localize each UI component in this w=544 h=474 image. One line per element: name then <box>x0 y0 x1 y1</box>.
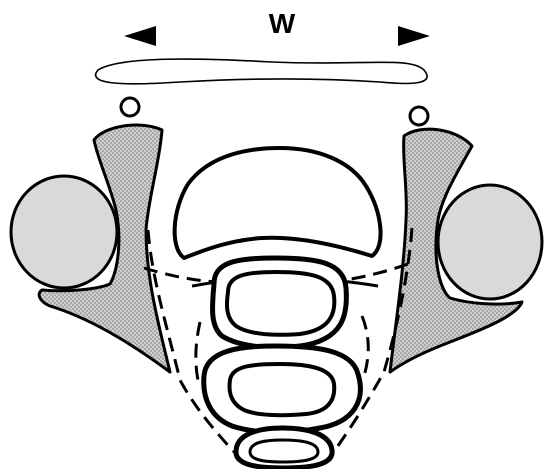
right-small-ring <box>410 107 428 125</box>
width-band <box>96 59 428 84</box>
left-arrowhead-icon <box>124 26 156 46</box>
right-arrowhead-icon <box>398 26 430 46</box>
central-dome <box>175 148 381 258</box>
bottom-ring-inner <box>250 440 318 462</box>
left-small-ring <box>121 98 139 116</box>
left-lateral-circle <box>11 176 117 288</box>
right-lateral-circle <box>438 185 542 299</box>
lower-central-ring-inner <box>230 364 335 415</box>
width-label: W <box>262 8 302 40</box>
upper-central-ring-inner <box>227 272 334 335</box>
